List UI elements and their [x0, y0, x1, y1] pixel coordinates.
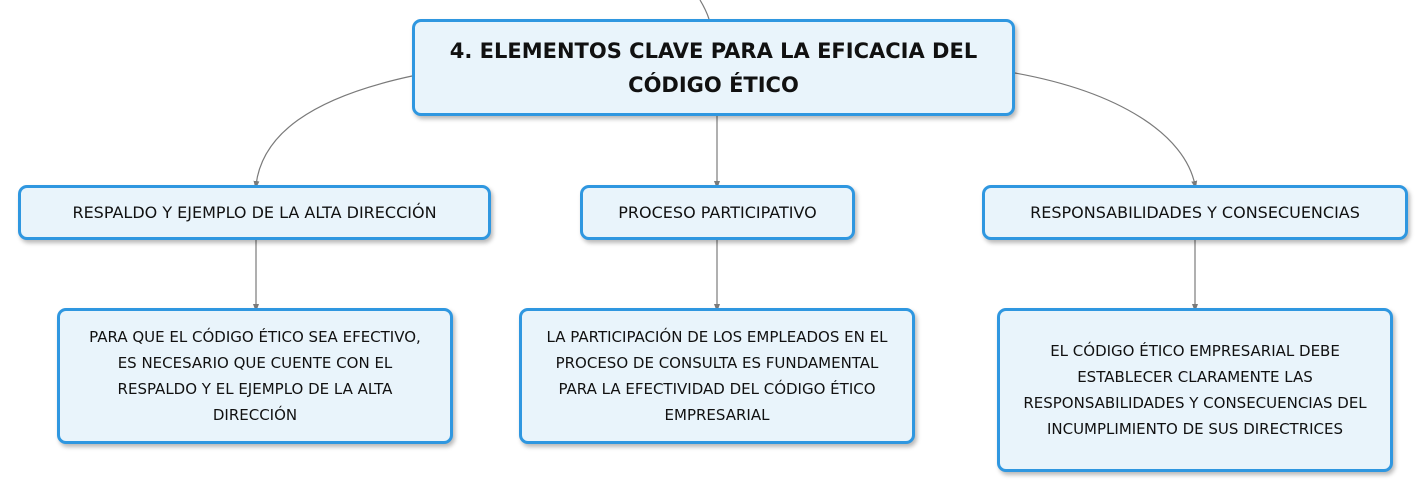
leaf-text-line: RESPONSABILIDADES Y CONSECUENCIAS DEL: [1023, 394, 1367, 412]
root-title-line-2: CÓDIGO ÉTICO: [628, 72, 799, 97]
connector-from-parent: [699, 0, 710, 20]
leaf-text: EL CÓDIGO ÉTICO EMPRESARIAL DEBE ESTABLE…: [1023, 338, 1366, 442]
branch-node-responsabilidades[interactable]: RESPONSABILIDADES Y CONSECUENCIAS: [982, 185, 1408, 240]
branch-label: RESPONSABILIDADES Y CONSECUENCIAS: [1030, 202, 1360, 222]
leaf-text-line: EMPRESARIAL: [664, 406, 770, 424]
leaf-text-line: PARA QUE EL CÓDIGO ÉTICO SEA EFECTIVO,: [89, 328, 421, 346]
leaf-text-line: PROCESO DE CONSULTA ES FUNDAMENTAL: [555, 354, 879, 372]
leaf-node-proceso[interactable]: LA PARTICIPACIÓN DE LOS EMPLEADOS EN EL …: [519, 308, 915, 444]
leaf-text-line: INCUMPLIMIENTO DE SUS DIRECTRICES: [1046, 420, 1344, 438]
root-title-line-1: 4. ELEMENTOS CLAVE PARA LA EFICACIA DEL: [449, 38, 978, 63]
leaf-text-line: ES NECESARIO QUE CUENTE CON EL: [117, 354, 393, 372]
leaf-text-line: LA PARTICIPACIÓN DE LOS EMPLEADOS EN EL: [546, 328, 888, 346]
branch-label: RESPALDO Y EJEMPLO DE LA ALTA DIRECCIÓN: [72, 202, 437, 222]
leaf-node-responsabilidades[interactable]: EL CÓDIGO ÉTICO EMPRESARIAL DEBE ESTABLE…: [997, 308, 1393, 472]
leaf-text: LA PARTICIPACIÓN DE LOS EMPLEADOS EN EL …: [547, 324, 888, 428]
leaf-text: PARA QUE EL CÓDIGO ÉTICO SEA EFECTIVO, E…: [89, 324, 421, 428]
connector-root-to-branch-3: [1014, 72, 1198, 189]
leaf-text-line: EL CÓDIGO ÉTICO EMPRESARIAL DEBE: [1050, 342, 1340, 360]
leaf-node-respaldo[interactable]: PARA QUE EL CÓDIGO ÉTICO SEA EFECTIVO, E…: [57, 308, 453, 444]
leaf-text-line: ESTABLECER CLARAMENTE LAS: [1077, 368, 1313, 386]
connector-root-to-branch-1: [253, 75, 413, 189]
branch-label: PROCESO PARTICIPATIVO: [618, 202, 817, 222]
root-topic-title: 4. ELEMENTOS CLAVE PARA LA EFICACIA DEL …: [450, 34, 977, 102]
leaf-text-line: RESPALDO Y EL EJEMPLO DE LA ALTA: [117, 380, 393, 398]
branch-node-proceso[interactable]: PROCESO PARTICIPATIVO: [580, 185, 855, 240]
leaf-text-line: PARA LA EFECTIVIDAD DEL CÓDIGO ÉTICO: [558, 380, 876, 398]
root-topic-node[interactable]: 4. ELEMENTOS CLAVE PARA LA EFICACIA DEL …: [412, 19, 1015, 116]
leaf-text-line: DIRECCIÓN: [212, 406, 298, 424]
branch-node-respaldo[interactable]: RESPALDO Y EJEMPLO DE LA ALTA DIRECCIÓN: [18, 185, 491, 240]
